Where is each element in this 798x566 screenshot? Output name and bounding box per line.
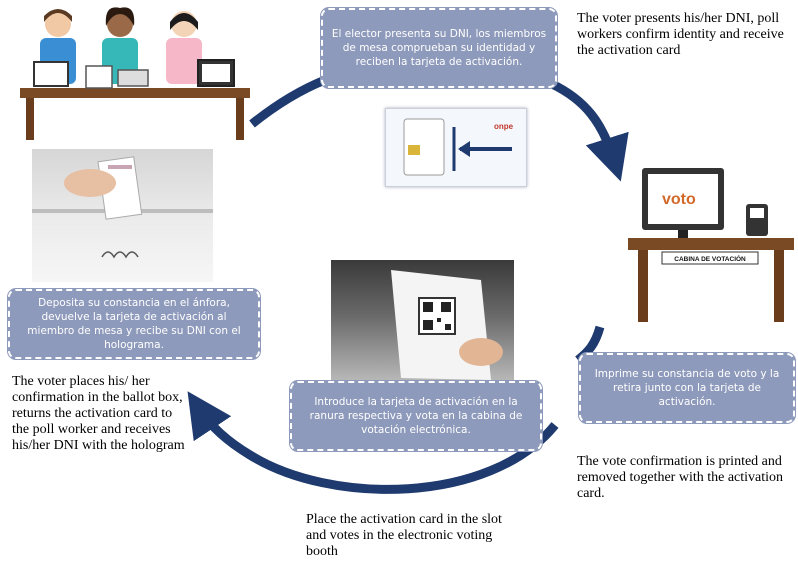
left-arrow-icon bbox=[458, 141, 470, 157]
arrow-bottom bbox=[187, 391, 559, 494]
step3-english-text: Place the activation card in the slot an… bbox=[306, 512, 502, 560]
step2-spanish-box: Imprime su constancia de voto y la retir… bbox=[579, 353, 795, 423]
voting-booth-illustration: voto CABINA DE VOTACIÓN bbox=[628, 168, 794, 322]
step4-spanish-text: Deposita su constancia en el ánfora, dev… bbox=[27, 296, 241, 352]
printer-icon bbox=[117, 69, 149, 87]
booth-table-top bbox=[628, 238, 794, 250]
svg-text:CABINA DE VOTACIÓN: CABINA DE VOTACIÓN bbox=[674, 254, 746, 263]
ballot-box-photo bbox=[32, 149, 213, 282]
step2-spanish-text: Imprime su constancia de voto y la retir… bbox=[594, 367, 780, 409]
step4-spanish-box: Deposita su constancia en el ánfora, dev… bbox=[8, 289, 260, 359]
card-logo: onpe bbox=[494, 122, 514, 131]
receipt-photo bbox=[331, 260, 514, 385]
screen-logo: voto bbox=[662, 191, 696, 208]
step2-english-text: The vote confirmation is printed and rem… bbox=[577, 454, 784, 502]
arrow-top bbox=[249, 75, 327, 128]
laptop-icon bbox=[33, 61, 69, 87]
step1-spanish-box: El elector presenta su DNI, los miembros… bbox=[321, 8, 557, 88]
arrow-top-right bbox=[550, 79, 629, 182]
booth-sign bbox=[661, 251, 759, 265]
card-svg: onpe bbox=[403, 118, 514, 176]
poll-worker-3 bbox=[166, 11, 202, 84]
step3-spanish-text: Introduce la tarjeta de activación en la… bbox=[309, 395, 523, 437]
chip-icon bbox=[408, 145, 420, 155]
table-top bbox=[20, 88, 250, 98]
step1-english-text: The voter presents his/her DNI, poll wor… bbox=[577, 11, 784, 59]
step3-spanish-box: Introduce la tarjeta de activación en la… bbox=[290, 381, 542, 451]
poll-workers-illustration bbox=[20, 7, 250, 140]
step1-spanish-text: El elector presenta su DNI, los miembros… bbox=[331, 27, 547, 69]
step4-english-text: The voter places his/ her confirmation i… bbox=[12, 374, 185, 454]
activation-card-graphic: onpe bbox=[385, 108, 527, 187]
